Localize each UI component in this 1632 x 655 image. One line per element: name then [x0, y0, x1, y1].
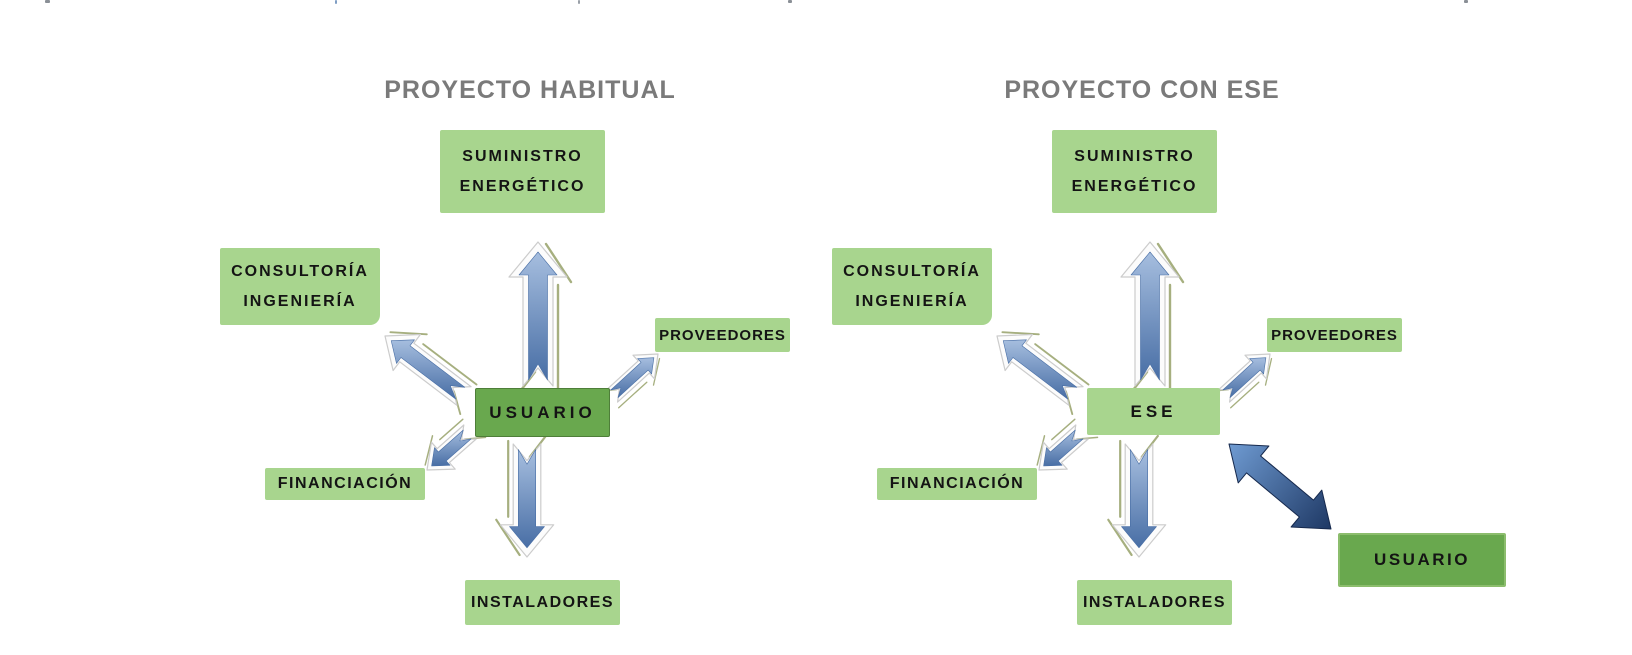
node-instaladores: INSTALADORES — [1077, 580, 1232, 625]
arrow-to-financiacion — [424, 418, 487, 471]
arrow-to-proveedores — [1208, 353, 1273, 409]
node-usuario-client: USUARIO — [1338, 533, 1506, 587]
diagram-title: PROYECTO CON ESE — [1004, 75, 1280, 104]
node-label: CONSULTORÍA — [231, 262, 369, 280]
crop-artifact — [578, 0, 580, 4]
node-label: INSTALADORES — [1082, 593, 1227, 611]
arrow-to-proveedores — [596, 353, 661, 409]
node-label: ENERGÉTICO — [1071, 177, 1198, 195]
node-label: INSTALADORES — [470, 593, 615, 611]
crop-artifact — [1464, 0, 1468, 3]
node-label: SUMINISTRO — [462, 147, 583, 165]
node-label: SUMINISTRO — [1074, 147, 1195, 165]
node-consultoria-ingenieria: CONSULTORÍA INGENIERÍA — [220, 248, 380, 325]
crop-artifact — [45, 0, 50, 3]
crop-artifact — [335, 0, 337, 4]
node-label: FINANCIACIÓN — [277, 475, 413, 492]
node-usuario-hub: USUARIO — [475, 388, 610, 437]
node-financiacion: FINANCIACIÓN — [877, 468, 1037, 500]
node-label: PROVEEDORES — [659, 326, 786, 344]
node-financiacion: FINANCIACIÓN — [265, 468, 425, 500]
crop-artifact — [788, 0, 792, 3]
arrow-to-consultoria — [996, 331, 1090, 416]
node-label: ENERGÉTICO — [459, 177, 586, 195]
arrow-to-instaladores — [1107, 434, 1167, 558]
node-label: USUARIO — [489, 402, 596, 422]
diagram-proyecto-habitual: PROYECTO HABITUAL SUMINISTRO ENERGÉTICO … — [220, 75, 790, 625]
arrow-to-consultoria — [384, 331, 478, 416]
arrow-to-suministro — [1120, 241, 1185, 396]
node-label: USUARIO — [1374, 550, 1470, 569]
node-proveedores: PROVEEDORES — [655, 318, 790, 352]
arrow-to-financiacion — [1036, 418, 1099, 471]
node-suministro-energetico: SUMINISTRO ENERGÉTICO — [1052, 130, 1217, 213]
node-ese-hub: ESE — [1087, 388, 1220, 435]
node-proveedores: PROVEEDORES — [1267, 318, 1402, 352]
node-label: FINANCIACIÓN — [889, 475, 1025, 492]
node-instaladores: INSTALADORES — [465, 580, 620, 625]
node-label: PROVEEDORES — [1271, 326, 1398, 344]
node-label: CONSULTORÍA — [843, 262, 981, 280]
node-label: INGENIERÍA — [855, 292, 969, 310]
node-consultoria-ingenieria: CONSULTORÍA INGENIERÍA — [832, 248, 992, 325]
diagram-proyecto-con-ese: PROYECTO CON ESE SUMINISTRO ENERGÉTICO C… — [612, 0, 1506, 655]
arrow-to-instaladores — [495, 434, 555, 558]
arrow-ese-usuario — [1228, 443, 1332, 530]
node-label: INGENIERÍA — [243, 292, 357, 310]
arrow-to-suministro — [508, 241, 573, 396]
diagram-title: PROYECTO HABITUAL — [384, 75, 676, 104]
node-label: ESE — [1130, 401, 1177, 421]
node-suministro-energetico: SUMINISTRO ENERGÉTICO — [440, 130, 605, 213]
